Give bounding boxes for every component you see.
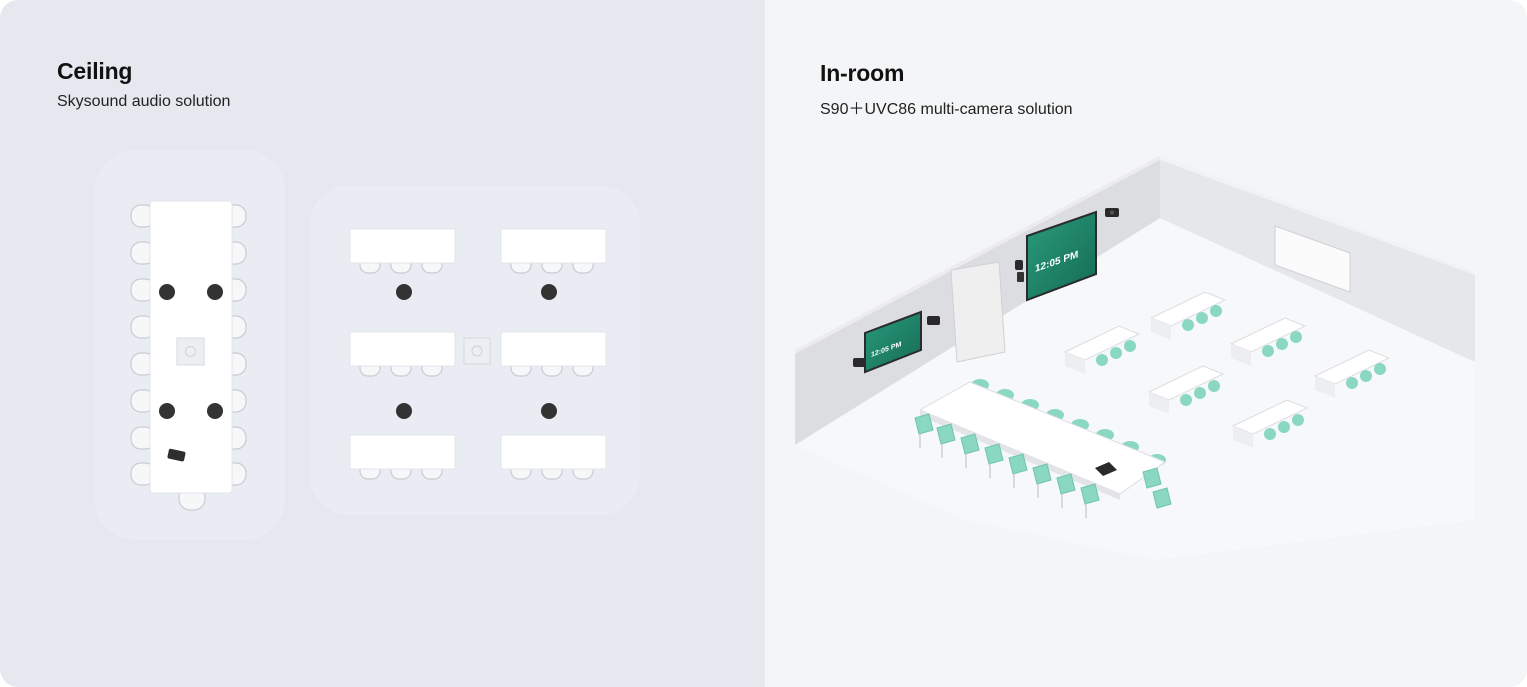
classroom-desk <box>349 228 456 274</box>
whiteboard <box>1274 225 1351 293</box>
main-display <box>1026 210 1097 302</box>
ceiling-speaker-icon <box>463 337 491 365</box>
ceiling-mic-icon <box>207 284 223 300</box>
boardroom-table-iso <box>914 379 1172 518</box>
boardroom-chairs-left <box>130 204 156 486</box>
classroom-desk <box>349 434 456 480</box>
ceiling-mic-icon <box>396 403 412 419</box>
camera-icon <box>1015 260 1023 270</box>
ceiling-speaker-grille <box>185 346 196 357</box>
ceiling-mic-icon <box>396 284 412 300</box>
ceiling-speaker-icon <box>176 337 205 366</box>
ceiling-title: Ceiling <box>57 58 133 84</box>
in-room-isometric-view: 12:05 PM 12:05 PM <box>795 156 1475 560</box>
ceiling-mic-icon <box>159 403 175 419</box>
camera-icon <box>853 358 866 367</box>
training-desk <box>1149 291 1227 340</box>
classroom-tables <box>349 228 607 480</box>
in-room-title: In-room <box>820 60 905 86</box>
touch-panel-icon <box>167 448 186 462</box>
classroom-desk <box>500 331 607 377</box>
classroom-desk <box>349 331 456 377</box>
ceiling-speaker-grille <box>471 345 483 357</box>
classroom-desk <box>500 228 607 274</box>
training-desk <box>1313 349 1391 398</box>
ceiling-mic-icon <box>207 403 223 419</box>
camera-icon <box>927 316 940 325</box>
in-room-panel: In-room S90＋UVC86 multi-camera solution … <box>765 0 1527 687</box>
ceiling-panel: Ceiling Skysound audio solution <box>0 0 765 687</box>
ceiling-mic-icon <box>159 284 175 300</box>
training-desk <box>1231 399 1309 448</box>
ceiling-floorplan <box>130 201 607 511</box>
classroom-desk <box>500 434 607 480</box>
training-desk <box>1229 317 1307 366</box>
ceiling-mic-icon <box>541 284 557 300</box>
ceiling-subtitle: Skysound audio solution <box>57 93 231 110</box>
touch-panel-icon <box>1017 272 1024 282</box>
partition-panel <box>950 261 1006 363</box>
training-desk <box>1063 325 1141 374</box>
training-desk <box>1147 365 1225 414</box>
training-desks-iso <box>1063 291 1391 448</box>
touch-panel-icon <box>1095 462 1117 476</box>
in-room-subtitle: S90＋UVC86 multi-camera solution <box>820 101 1073 118</box>
ceiling-mic-icon <box>541 403 557 419</box>
room-floor <box>795 218 1475 560</box>
